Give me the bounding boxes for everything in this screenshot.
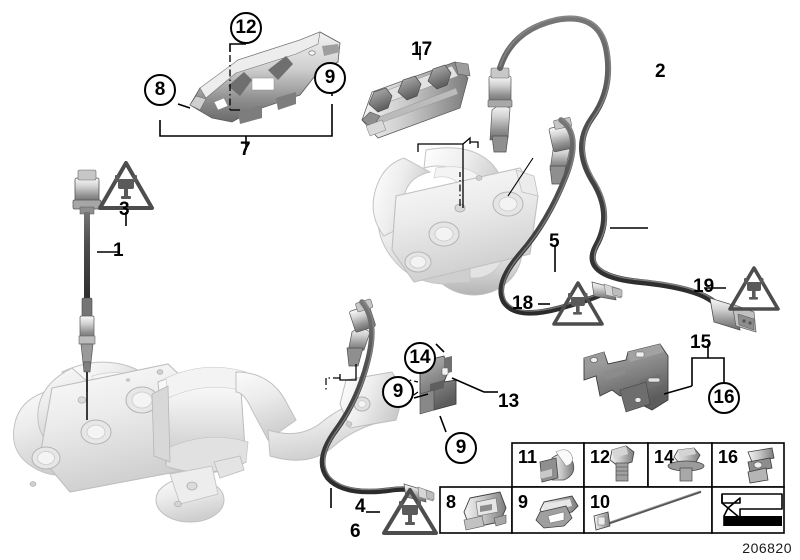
cable-4-highlight xyxy=(323,300,414,491)
plug-icon xyxy=(115,175,137,199)
callout-9-low: 9 xyxy=(445,432,477,464)
legend-num-9: 9 xyxy=(518,492,529,512)
legend-icon-retaining-clip xyxy=(539,449,575,483)
legend-num-12: 12 xyxy=(590,447,611,467)
plug-icon xyxy=(399,501,421,525)
legend-icon-arrow-marker xyxy=(721,493,783,526)
callout-14: 14 xyxy=(404,342,436,374)
callout-2: 2 xyxy=(655,61,666,82)
install-leader-sensor4 xyxy=(325,364,357,390)
leader-dashdot-12 xyxy=(229,55,240,111)
plug-warning-triangle-6 xyxy=(366,488,438,535)
part-mounting-bracket xyxy=(583,343,669,413)
callout-19: 19 xyxy=(693,276,715,297)
callout-6: 6 xyxy=(350,521,361,542)
legend-icon-cable-tie xyxy=(593,490,702,531)
legend-icon-clamp-clip xyxy=(535,495,579,529)
callout-16: 16 xyxy=(708,382,740,414)
part-oxygen-sensor-2 xyxy=(487,67,513,153)
connector-18 xyxy=(591,281,623,301)
callout-15: 15 xyxy=(690,332,712,353)
part-heat-shield-bracket xyxy=(189,31,341,124)
legend-icon-flange-screw xyxy=(667,447,705,482)
callout-4: 4 xyxy=(355,496,366,517)
legend-num-10: 10 xyxy=(590,492,611,512)
callout-8: 8 xyxy=(144,74,176,106)
legend-num-11: 11 xyxy=(518,447,538,467)
callout-18: 18 xyxy=(512,293,534,314)
plug-warning-triangle-18 xyxy=(538,281,604,326)
plug-icon xyxy=(568,293,588,315)
cable-5-highlight xyxy=(502,118,608,312)
callout-1: 1 xyxy=(113,240,124,261)
plug-warning-triangle-3 xyxy=(98,161,154,226)
cable-4 xyxy=(319,299,415,495)
diagram-id: 206820 xyxy=(742,540,792,556)
callout-7: 7 xyxy=(240,139,251,160)
callout-13: 13 xyxy=(498,391,520,412)
legend-icon-spring-nut-clip xyxy=(747,447,775,484)
callout-5: 5 xyxy=(549,231,560,252)
part-exhaust-manifold-upper xyxy=(372,147,539,296)
cable-2 xyxy=(497,15,719,307)
legend-num-14: 14 xyxy=(654,447,675,467)
cable-2-highlight xyxy=(499,15,717,303)
leader-lines-15-16 xyxy=(663,344,725,395)
leader-sensor5-to-manifold xyxy=(507,157,534,197)
part-oxygen-sensor-1 xyxy=(72,169,102,392)
part-cat-mount xyxy=(155,455,245,523)
callout-3: 3 xyxy=(119,199,130,220)
legend-num-8: 8 xyxy=(446,492,457,512)
callout-12: 12 xyxy=(230,12,262,44)
callout-9-top: 9 xyxy=(314,62,346,94)
install-leader-upper xyxy=(417,136,479,208)
legend-icon-cable-holder-clip xyxy=(463,491,507,531)
callout-9-mid: 9 xyxy=(382,376,414,408)
legend-num-16: 16 xyxy=(718,447,739,467)
leader-lines-13 xyxy=(413,343,498,433)
callout-17: 17 xyxy=(411,39,433,60)
plug-warning-triangle-19 xyxy=(704,266,780,311)
part-cable-guide-rail xyxy=(361,61,471,139)
leader-ticks xyxy=(97,227,648,508)
plug-icon xyxy=(744,278,764,300)
cable-5 xyxy=(498,117,609,316)
legend-icon-hex-bolt xyxy=(609,445,635,482)
part-oxygen-sensor-5 xyxy=(548,117,576,185)
